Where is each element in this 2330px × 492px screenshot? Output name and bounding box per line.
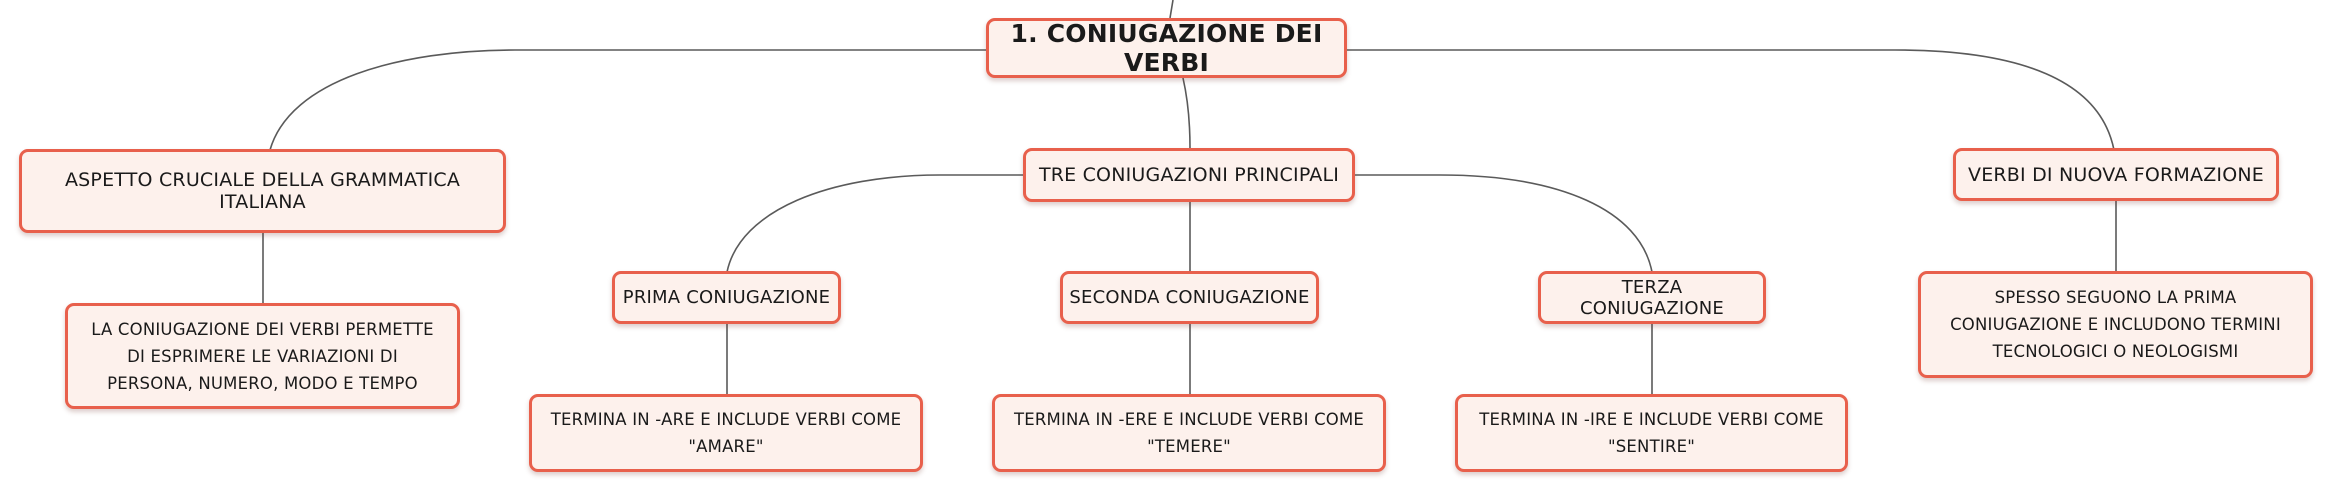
- root-node[interactable]: 1. CONIUGAZIONE DEI VERBI: [986, 18, 1347, 78]
- prima-label: PRIMA CONIUGAZIONE: [622, 287, 831, 308]
- terza-label: TERZA CONIUGAZIONE: [1580, 276, 1724, 319]
- connector-parent-to-root: [1169, 0, 1174, 19]
- connector-main-to-prima: [726, 174, 1023, 273]
- seconda-detail-text: TERMINA IN -ERE E INCLUDE VERBI COME "TE…: [1013, 410, 1365, 456]
- connector-main-to-terza: [1355, 174, 1653, 273]
- aspect-detail-text: LA CONIUGAZIONE DEI VERBI PERMETTE DI ES…: [91, 319, 434, 393]
- new-verbs-label: VERBI DI NUOVA FORMAZIONE: [1968, 163, 2264, 186]
- seconda-label: SECONDA CONIUGAZIONE: [1069, 287, 1310, 308]
- new-verbs-node[interactable]: VERBI DI NUOVA FORMAZIONE: [1953, 148, 2279, 201]
- connector-root-to-aspect: [269, 49, 986, 151]
- new-verbs-detail-node[interactable]: SPESSO SEGUONO LA PRIMA CONIUGAZIONE E I…: [1918, 271, 2313, 378]
- seconda-detail-node[interactable]: TERMINA IN -ERE E INCLUDE VERBI COME "TE…: [992, 394, 1386, 472]
- new-verbs-detail-text: SPESSO SEGUONO LA PRIMA CONIUGAZIONE E I…: [1950, 288, 2281, 361]
- prima-detail-node[interactable]: TERMINA IN -ARE E INCLUDE VERBI COME "AM…: [529, 394, 923, 472]
- main-conjugations-label: TRE CONIUGAZIONI PRINCIPALI: [1038, 164, 1340, 186]
- prima-detail-text: TERMINA IN -ARE E INCLUDE VERBI COME "AM…: [550, 410, 902, 456]
- connector-root-to-new-verbs: [1347, 49, 2115, 151]
- connector-root-to-main: [1182, 77, 1191, 149]
- aspect-detail-node[interactable]: LA CONIUGAZIONE DEI VERBI PERMETTE DI ES…: [65, 303, 460, 409]
- root-label: 1. CONIUGAZIONE DEI VERBI: [1010, 19, 1323, 77]
- terza-detail-text: TERMINA IN -IRE E INCLUDE VERBI COME "SE…: [1479, 410, 1824, 456]
- main-conjugations-node[interactable]: TRE CONIUGAZIONI PRINCIPALI: [1023, 148, 1355, 202]
- aspect-label: ASPETTO CRUCIALE DELLA GRAMMATICA ITALIA…: [64, 169, 461, 213]
- terza-detail-node[interactable]: TERMINA IN -IRE E INCLUDE VERBI COME "SE…: [1455, 394, 1848, 472]
- aspect-node[interactable]: ASPETTO CRUCIALE DELLA GRAMMATICA ITALIA…: [19, 149, 506, 233]
- prima-node[interactable]: PRIMA CONIUGAZIONE: [612, 271, 841, 324]
- seconda-node[interactable]: SECONDA CONIUGAZIONE: [1060, 271, 1319, 324]
- terza-node[interactable]: TERZA CONIUGAZIONE: [1538, 271, 1766, 324]
